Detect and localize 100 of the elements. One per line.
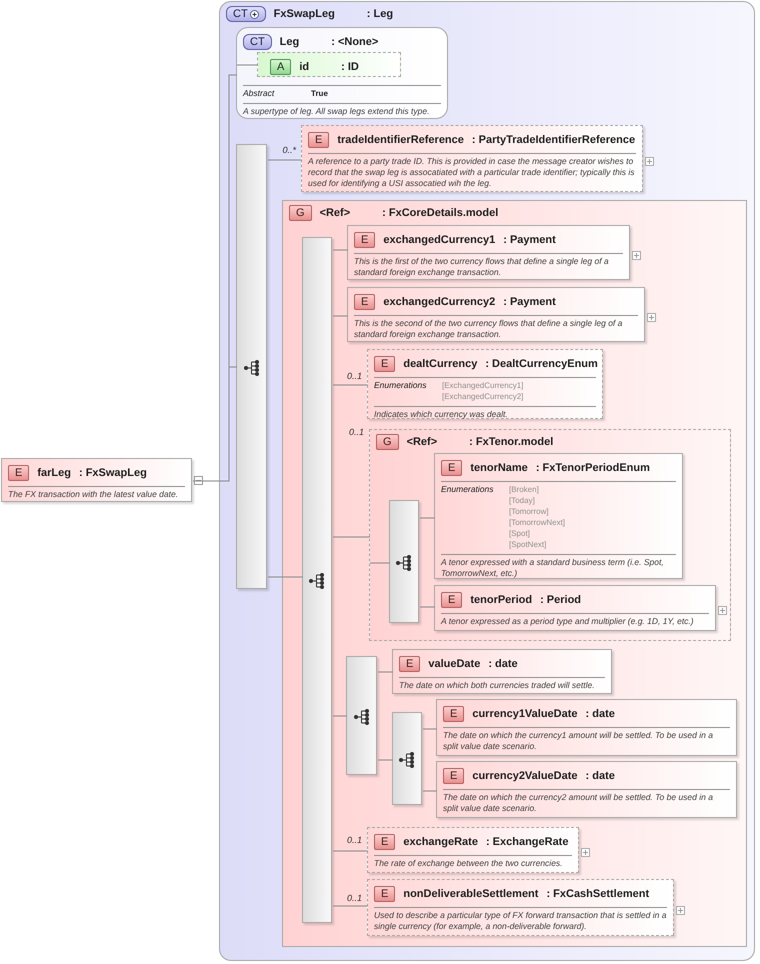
enumeration-value: [Broken] (509, 484, 540, 494)
component-name: currency2ValueDate (472, 769, 578, 784)
connector-line (268, 576, 284, 578)
type-badge: E (443, 706, 464, 722)
component-name: currency1ValueDate (472, 707, 578, 722)
description-text: This is the first of the two currency flows that define a single leg of a standard foreign exchange transaction. (354, 252, 623, 278)
connector-line (332, 850, 368, 852)
type-name: : FxTenorPeriodEnum (536, 461, 650, 476)
description-text: A reference to a party trade ID. This is provided in case the message creator wishes to record that the swap leg is assocatiated with a particular trade identifier; typically this is used for identifying a USI assocatied wih the leg. (308, 152, 636, 188)
enumeration-value: [Spot] (509, 528, 531, 538)
element-box (436, 761, 737, 818)
type-name: : FxTenor.model (469, 435, 554, 450)
connector-line (422, 790, 438, 792)
type-name: : DealtCurrencyEnum (485, 357, 598, 372)
type-badge: E (399, 656, 420, 672)
description-text: A tenor expressed as a period type and multiplier (e.g. 1D, 1Y, etc.) (441, 612, 709, 626)
property-label: Enumerations (374, 380, 428, 392)
sequence-compositor (389, 500, 419, 623)
component-name: tenorName (470, 461, 528, 476)
enumeration-value: [TomorrowNext] (509, 516, 566, 528)
description-text: The FX transaction with the latest value date. (8, 486, 185, 500)
element-box (434, 453, 683, 579)
type-badge: E (441, 592, 462, 608)
type-badge: CT (226, 6, 266, 22)
connector-line (332, 384, 368, 386)
component-name: id (299, 60, 310, 75)
type-name: : FxSwapLeg (78, 466, 147, 481)
type-badge: E (374, 886, 396, 902)
description-text: The rate of exchange between the two currencies. (374, 854, 572, 868)
type-name: : Payment (503, 295, 556, 310)
sequence-compositor (346, 656, 377, 775)
component-name: dealtCurrency (403, 357, 478, 372)
type-badge: E (374, 834, 396, 850)
type-badge: A (270, 59, 292, 76)
enumeration-value: [Today] (509, 494, 536, 506)
component-name: exchangedCurrency2 (383, 295, 496, 310)
multiplicity-label: 0..1 (348, 426, 364, 439)
description-text: The date on which the currency1 amount will be settled. To be used in a split value date scenario. (443, 726, 730, 752)
type-name: : PartyTradeIdentifierReference (472, 133, 636, 148)
enumeration-value: [ExchangedCurrency1] (442, 380, 524, 390)
component-name: Leg (280, 35, 300, 50)
type-badge: E (374, 356, 396, 372)
description-text: A tenor expressed with a standard business term (i.e. Spot, TomorrowNext, etc.) (441, 554, 676, 578)
component-name: <Ref> (320, 206, 350, 221)
multiplicity-label: 0..1 (346, 370, 362, 383)
type-name: : Payment (503, 233, 556, 248)
component-name: valueDate (428, 657, 480, 672)
attribute-box (257, 52, 401, 77)
type-badge: E (308, 132, 330, 148)
property-value: True (311, 88, 328, 98)
type-name: : FxCoreDetails.model (382, 206, 498, 221)
sequence-compositor (392, 712, 422, 805)
description-text: Indicates which currency was dealt. (374, 406, 596, 420)
type-badge: E (443, 768, 464, 784)
component-name: <Ref> (406, 435, 438, 450)
property-label: Abstract (243, 88, 276, 98)
description-text: This is the second of the two currency flows that define a single leg of a standard foreign exchange transaction. (354, 314, 638, 340)
element-box (392, 649, 612, 694)
description-text: The date on which the currency2 amount will be settled. To be used in a split value date scenario. (443, 788, 730, 814)
connector-line (370, 562, 390, 564)
description-text: The date on which both currencies traded will settle. (399, 676, 605, 690)
type-name: : date (586, 707, 615, 722)
type-name: : FxCashSettlement (546, 887, 650, 902)
component-name: exchangedCurrency1 (383, 233, 496, 248)
type-badge: E (354, 232, 376, 248)
multiplicity-label: 0..* (282, 144, 296, 157)
connector-line (332, 536, 370, 538)
connector-line (420, 606, 436, 608)
component-name: tradeIdentifierReference (337, 133, 464, 148)
type-name: : ExchangeRate (486, 835, 568, 850)
sequence-compositor (302, 237, 332, 923)
group-panel (282, 200, 747, 947)
enumeration-value: [SpotNext] (509, 538, 548, 550)
description-text: Used to describe a particular type of FX forward transaction that is settled in a single currency (for example, a non-deliverable forward). (374, 906, 667, 932)
sequence-compositor (236, 144, 267, 589)
type-name: : <None> (331, 35, 378, 50)
type-name: : date (488, 657, 518, 672)
type-badge: E (441, 460, 462, 476)
property-label: Enumerations (441, 484, 494, 496)
type-name: : ID (341, 60, 359, 75)
type-badge: E (354, 294, 376, 310)
type-name: : date (586, 769, 615, 784)
component-name: FxSwapLeg (274, 7, 335, 22)
component-name: exchangeRate (403, 835, 478, 850)
complex-type-panel (236, 27, 448, 119)
multiplicity-label: 0..1 (346, 892, 362, 905)
element-box (436, 699, 737, 756)
enumeration-value: [ExchangedCurrency2] (442, 390, 524, 402)
type-badge: G (289, 205, 312, 222)
component-name: tenorPeriod (470, 593, 532, 608)
connector-line (236, 64, 258, 66)
type-badge: CT (243, 34, 272, 50)
type-name: : Period (540, 593, 582, 608)
connector-line (422, 728, 438, 730)
description-text: A supertype of leg. All swap legs extend this type. (243, 102, 441, 116)
type-badge: E (8, 465, 30, 482)
component-name: farLeg (37, 466, 71, 481)
connector-line (282, 576, 304, 578)
type-badge: G (376, 434, 399, 450)
complex-type-panel (219, 1, 755, 961)
